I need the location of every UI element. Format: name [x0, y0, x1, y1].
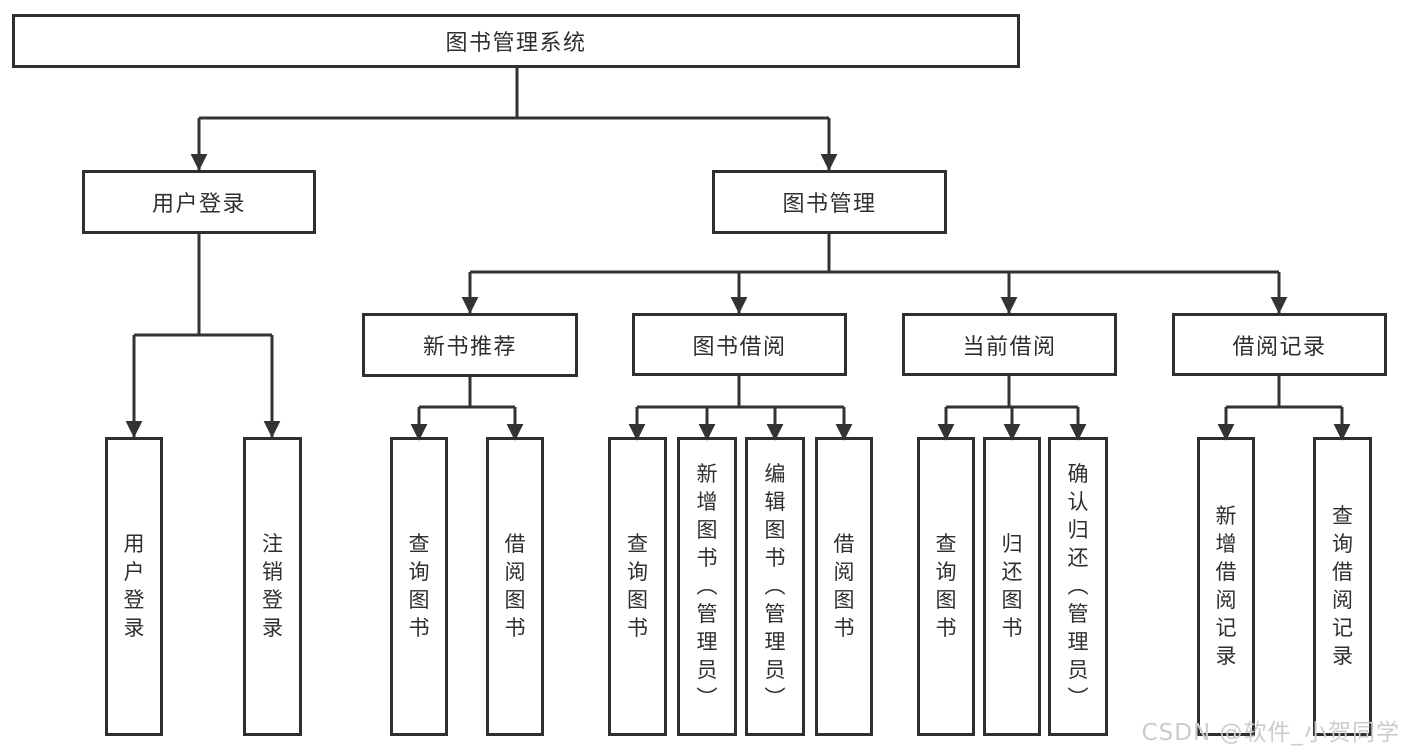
leaf-current-confirm-return-admin: 确认归还︵管理员︶ [1048, 437, 1108, 736]
leaf-logout: 注销登录 [243, 437, 302, 736]
leaf-borrowing-edit-book-admin: 编辑图书︵管理员︶ [745, 437, 805, 736]
leaf-current-return-book: 归还图书 [983, 437, 1041, 736]
node-book-management: 图书管理 [712, 170, 947, 234]
node-current-borrowing: 当前借阅 [902, 313, 1117, 376]
leaf-current-query-book: 查询图书 [917, 437, 975, 736]
csdn-watermark: CSDN @软件_小贺同学 [1141, 720, 1400, 746]
leaf-record-add-borrow-record: 新增借阅记录 [1197, 437, 1255, 736]
node-root-library-management-system: 图书管理系统 [12, 14, 1020, 68]
leaf-recommend-borrow-book: 借阅图书 [486, 437, 544, 736]
leaf-user-login: 用户登录 [105, 437, 163, 736]
node-new-book-recommend: 新书推荐 [362, 313, 578, 377]
leaf-record-query-borrow-record: 查询借阅记录 [1313, 437, 1372, 736]
node-book-borrowing: 图书借阅 [632, 313, 847, 376]
leaf-borrowing-query-book: 查询图书 [608, 437, 667, 736]
leaf-borrowing-borrow-book: 借阅图书 [815, 437, 873, 736]
node-borrow-records: 借阅记录 [1172, 313, 1387, 376]
leaf-borrowing-add-book-admin: 新增图书︵管理员︶ [677, 437, 737, 736]
node-user-login: 用户登录 [82, 170, 316, 234]
leaf-recommend-query-book: 查询图书 [390, 437, 448, 736]
